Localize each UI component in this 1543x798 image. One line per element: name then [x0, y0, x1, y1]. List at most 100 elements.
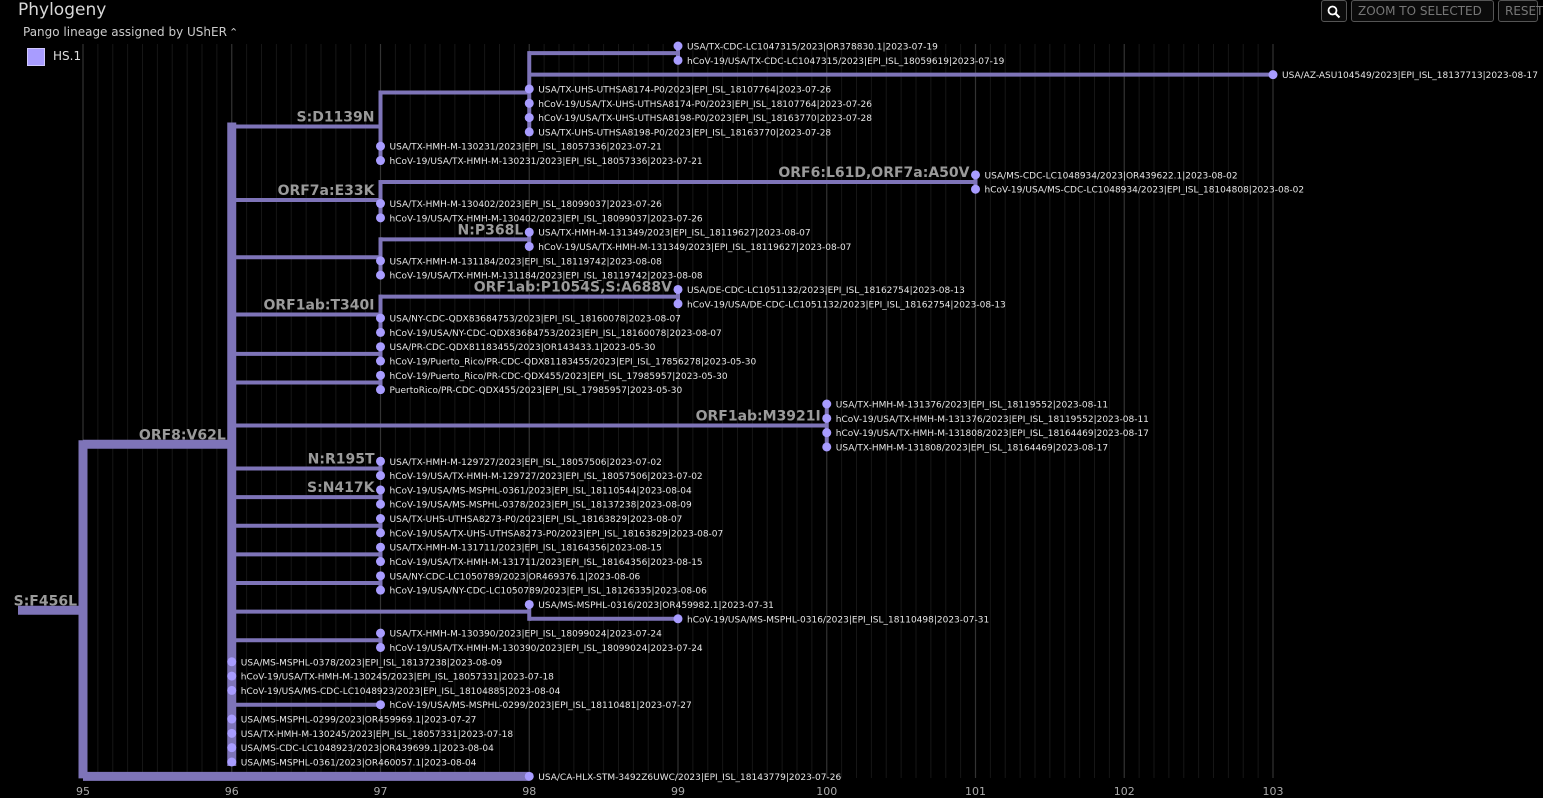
tip-label[interactable]: hCoV-19/USA/MS-MSPHL-0361/2023|EPI_ISL_1… [390, 486, 692, 496]
tip-label[interactable]: USA/TX-UHS-UTHSA8174-P0/2023|EPI_ISL_181… [538, 85, 831, 95]
legend-swatch-hs1[interactable] [27, 48, 45, 66]
tip-node[interactable] [673, 284, 683, 294]
tip-label[interactable]: USA/TX-UHS-UTHSA8198-P0/2023|EPI_ISL_181… [538, 128, 831, 138]
tip-node[interactable] [524, 84, 534, 94]
tip-node[interactable] [376, 528, 385, 538]
tip-label[interactable]: hCoV-19/USA/TX-HMH-M-130390/2023|EPI_ISL… [390, 644, 703, 654]
tip-label[interactable]: hCoV-19/USA/DE-CDC-LC1051132/2023|EPI_IS… [687, 300, 1006, 310]
tip-node[interactable] [376, 499, 385, 509]
tip-label[interactable]: USA/TX-HMH-M-131349/2023|EPI_ISL_1811962… [538, 229, 810, 239]
tip-node[interactable] [376, 385, 385, 395]
tip-node[interactable] [227, 657, 237, 667]
tip-label[interactable]: USA/MS-CDC-LC1048923/2023|OR439699.1|202… [241, 744, 494, 754]
tip-label[interactable]: USA/AZ-ASU104549/2023|EPI_ISL_18137713|2… [1282, 71, 1538, 81]
tip-node[interactable] [376, 700, 385, 710]
tip-label[interactable]: USA/MS-MSPHL-0378/2023|EPI_ISL_18137238|… [241, 658, 503, 668]
tip-label[interactable]: USA/PR-CDC-QDX81183455/2023|OR143433.1|2… [390, 343, 656, 353]
tip-node[interactable] [822, 413, 832, 423]
tip-node[interactable] [227, 714, 237, 724]
tip-label[interactable]: USA/TX-CDC-LC1047315/2023|OR378830.1|202… [687, 43, 938, 53]
tip-node[interactable] [376, 571, 385, 581]
tip-label[interactable]: USA/CA-HLX-STM-3492Z6UWC/2023|EPI_ISL_18… [538, 773, 841, 783]
tip-label[interactable]: USA/TX-HMH-M-129727/2023|EPI_ISL_1805750… [390, 458, 662, 468]
tip-label[interactable]: hCoV-19/USA/TX-HMH-M-131184/2023|EPI_ISL… [390, 272, 703, 282]
tip-node[interactable] [376, 199, 385, 209]
tip-label[interactable]: hCoV-19/USA/TX-HMH-M-130402/2023|EPI_ISL… [390, 214, 703, 224]
tip-node[interactable] [673, 41, 683, 51]
tip-node[interactable] [376, 642, 385, 652]
tip-node[interactable] [971, 184, 980, 194]
tip-label[interactable]: USA/MS-MSPHL-0316/2023|OR459982.1|2023-0… [538, 601, 774, 611]
tip-label[interactable]: USA/DE-CDC-LC1051132/2023|EPI_ISL_181627… [687, 286, 965, 296]
tip-node[interactable] [227, 671, 237, 681]
tip-node[interactable] [822, 442, 832, 452]
tip-node[interactable] [524, 599, 534, 609]
tip-label[interactable]: USA/MS-MSPHL-0299/2023|OR459969.1|2023-0… [241, 716, 477, 726]
tip-label[interactable]: USA/TX-UHS-UTHSA8273-P0/2023|EPI_ISL_181… [390, 515, 683, 525]
tip-label[interactable]: hCoV-19/USA/MS-MSPHL-0299/2023|EPI_ISL_1… [390, 701, 692, 711]
tip-label[interactable]: USA/TX-HMH-M-130390/2023|EPI_ISL_1809902… [390, 630, 663, 640]
zoom-to-selected-button[interactable]: ZOOM TO SELECTED [1351, 0, 1494, 22]
tip-node[interactable] [376, 313, 385, 323]
tip-label[interactable]: USA/NY-CDC-LC1050789/2023|OR469376.1|202… [390, 572, 641, 582]
tip-node[interactable] [376, 557, 385, 567]
tip-label[interactable]: hCoV-19/USA/MS-CDC-LC1048934/2023|EPI_IS… [985, 186, 1305, 196]
tip-node[interactable] [673, 55, 683, 65]
tip-node[interactable] [376, 256, 385, 266]
tip-label[interactable]: hCoV-19/USA/TX-HMH-M-131376/2023|EPI_ISL… [836, 415, 1149, 425]
tip-label[interactable]: hCoV-19/USA/TX-HMH-M-130231/2023|EPI_ISL… [390, 157, 703, 167]
tip-node[interactable] [524, 113, 534, 123]
tip-node[interactable] [376, 327, 385, 337]
tip-node[interactable] [971, 170, 980, 180]
tip-label[interactable]: USA/TX-HMH-M-130245/2023|EPI_ISL_1805733… [241, 730, 514, 740]
tip-node[interactable] [1268, 70, 1278, 80]
tip-node[interactable] [376, 213, 385, 223]
tip-node[interactable] [524, 241, 534, 251]
tip-node[interactable] [524, 227, 534, 237]
tip-label[interactable]: hCoV-19/USA/NY-CDC-QDX83684753/2023|EPI_… [390, 329, 722, 339]
tip-label[interactable]: hCoV-19/USA/TX-HMH-M-129727/2023|EPI_ISL… [390, 472, 703, 482]
tip-node[interactable] [376, 542, 385, 552]
tip-node[interactable] [822, 428, 832, 438]
tip-label[interactable]: USA/TX-HMH-M-130231/2023|EPI_ISL_1805733… [390, 143, 662, 153]
tip-label[interactable]: hCoV-19/USA/TX-UHS-UTHSA8174-P0/2023|EPI… [538, 100, 872, 110]
tip-node[interactable] [524, 771, 534, 781]
tip-node[interactable] [376, 456, 385, 466]
tip-label[interactable]: USA/TX-HMH-M-131184/2023|EPI_ISL_1811974… [390, 257, 663, 267]
tip-node[interactable] [376, 141, 385, 151]
tip-label[interactable]: USA/NY-CDC-QDX83684753/2023|EPI_ISL_1816… [390, 315, 681, 325]
tip-label[interactable]: USA/TX-HMH-M-130402/2023|EPI_ISL_1809903… [390, 200, 663, 210]
tip-node[interactable] [376, 585, 385, 595]
tip-node[interactable] [376, 471, 385, 481]
tip-label[interactable]: hCoV-19/USA/TX-HMH-M-131808/2023|EPI_ISL… [836, 429, 1149, 439]
tip-label[interactable]: hCoV-19/USA/TX-HMH-M-131711/2023|EPI_ISL… [390, 558, 703, 568]
tip-label[interactable]: USA/MS-MSPHL-0361/2023|OR460057.1|2023-0… [241, 759, 477, 769]
tip-node[interactable] [524, 127, 534, 137]
reset-button[interactable]: RESET [1498, 0, 1543, 22]
tip-label[interactable]: PuertoRico/PR-CDC-QDX455/2023|EPI_ISL_17… [390, 386, 683, 396]
tip-node[interactable] [524, 98, 534, 108]
tip-node[interactable] [376, 356, 385, 366]
tip-label[interactable]: hCoV-19/USA/MS-MSPHL-0316/2023|EPI_ISL_1… [687, 615, 989, 625]
tip-label[interactable]: hCoV-19/USA/MS-CDC-LC1048923/2023|EPI_IS… [241, 687, 561, 697]
tip-label[interactable]: hCoV-19/USA/TX-HMH-M-131349/2023|EPI_ISL… [538, 243, 851, 253]
tip-label[interactable]: hCoV-19/USA/TX-UHS-UTHSA8273-P0/2023|EPI… [390, 529, 724, 539]
tip-label[interactable]: USA/TX-HMH-M-131376/2023|EPI_ISL_1811955… [836, 401, 1108, 411]
tip-label[interactable]: hCoV-19/USA/NY-CDC-LC1050789/2023|EPI_IS… [390, 587, 708, 597]
tip-node[interactable] [376, 156, 385, 166]
tip-node[interactable] [376, 485, 385, 495]
tip-node[interactable] [227, 728, 237, 738]
tip-label[interactable]: USA/MS-CDC-LC1048934/2023|OR439622.1|202… [985, 171, 1238, 181]
tip-node[interactable] [673, 299, 683, 309]
tip-node[interactable] [822, 399, 832, 409]
tip-label[interactable]: USA/TX-HMH-M-131808/2023|EPI_ISL_1816446… [836, 443, 1108, 453]
tip-label[interactable]: hCoV-19/Puerto_Rico/PR-CDC-QDX455/2023|E… [390, 372, 728, 382]
tip-node[interactable] [376, 342, 385, 352]
tip-node[interactable] [376, 628, 385, 638]
tip-node[interactable] [376, 270, 385, 280]
legend-toggle[interactable]: Pango lineage assigned by UShER⌃ [23, 25, 238, 39]
tip-label[interactable]: hCoV-19/USA/TX-UHS-UTHSA8198-P0/2023|EPI… [538, 114, 872, 124]
tip-node[interactable] [673, 614, 683, 624]
tip-node[interactable] [227, 685, 237, 695]
